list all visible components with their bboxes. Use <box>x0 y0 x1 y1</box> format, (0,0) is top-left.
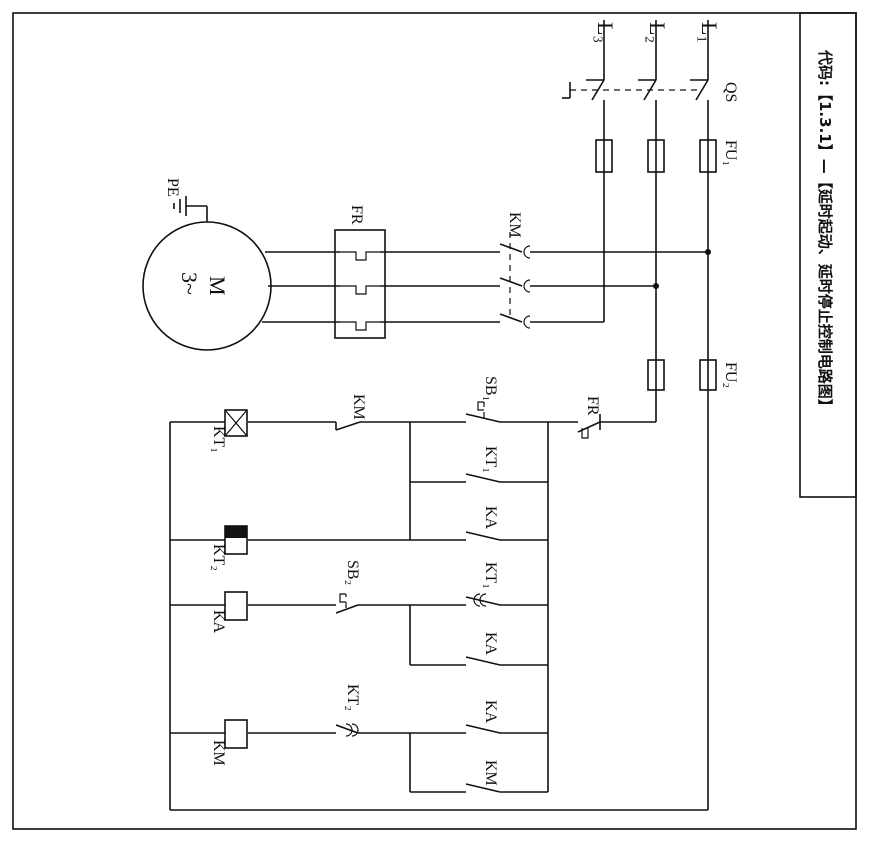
km-main-contacts <box>380 232 708 329</box>
fr-heater <box>262 229 386 339</box>
label-l1: L₁ <box>697 22 722 43</box>
rung-ka <box>170 591 548 666</box>
label-pe: PE <box>164 178 181 197</box>
motor-phase: 3~ <box>177 272 202 295</box>
motor-m: M <box>205 276 230 296</box>
fr-nc-contact <box>548 414 656 439</box>
rung-kt1 <box>170 401 548 541</box>
label-ka-coil: KA <box>210 610 227 634</box>
label-sb1: SB₁ <box>482 376 499 401</box>
label-km-nc: KM <box>350 394 367 420</box>
label-l3: L₃ <box>593 22 618 43</box>
label-fr-heater: FR <box>348 205 365 225</box>
label-ka-contact-2: KA <box>482 632 499 656</box>
label-sb2: SB₂ <box>344 560 361 585</box>
label-km-main: KM <box>506 212 523 238</box>
label-kt1-delay: KT₁ <box>482 562 499 589</box>
title-block <box>799 12 857 498</box>
label-fu1: FU₁ <box>722 140 739 166</box>
fu1-fuses <box>595 139 717 173</box>
label-ka-contact-1: KA <box>482 506 499 530</box>
label-km-coil: KM <box>210 740 227 766</box>
rung-kt2 <box>170 525 410 555</box>
label-fr-contact: FR <box>584 396 601 416</box>
title-text: 代码:【1.3.1】—【延时起动、延时停止控制电路图】 <box>816 49 834 414</box>
outer-frame <box>12 12 857 830</box>
label-l2: L₂ <box>645 22 670 43</box>
fu2-fuses <box>647 359 717 422</box>
label-kt1-coil: KT₁ <box>210 426 227 453</box>
qs-switch <box>562 79 709 140</box>
label-ka-contact-3: KA <box>482 700 499 724</box>
label-kt2-contact: KT₂ <box>344 684 361 711</box>
main-bus <box>603 172 711 790</box>
label-qs: QS <box>722 82 739 102</box>
phase-lines <box>586 20 709 81</box>
label-kt1-contact: KT₁ <box>482 446 499 473</box>
pe-ground <box>173 196 208 222</box>
label-fu2: FU₂ <box>722 362 739 388</box>
label-kt2-coil: KT₂ <box>210 544 227 571</box>
label-km-contact: KM <box>482 760 499 786</box>
rung-km <box>170 719 548 793</box>
